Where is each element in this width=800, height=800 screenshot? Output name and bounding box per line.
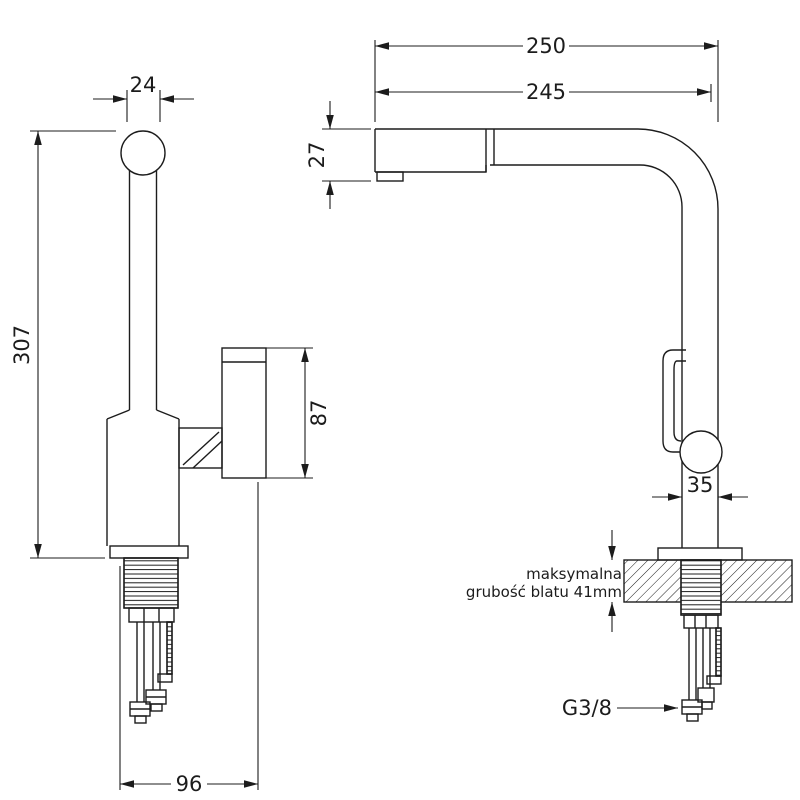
dim-reach-total-label: 250 bbox=[526, 34, 566, 58]
dim-height-total bbox=[30, 130, 116, 559]
dim-body-width-label: 35 bbox=[687, 473, 714, 497]
aerator bbox=[376, 171, 404, 182]
dim-handle-height bbox=[266, 347, 313, 479]
pullout-head bbox=[374, 129, 495, 182]
dim-handle-height-label: 87 bbox=[307, 400, 331, 427]
labels: 24 307 87 96 250 245 27 35 maksymalna gr… bbox=[10, 34, 713, 796]
spout-outer-edge bbox=[375, 128, 719, 548]
faucet-cap bbox=[120, 130, 166, 176]
faucet-side-body bbox=[374, 128, 793, 722]
dim-height-total-label: 307 bbox=[10, 325, 34, 365]
dim-width-top bbox=[93, 90, 194, 122]
counter-note-line2: grubość blatu 41mm bbox=[466, 583, 622, 601]
supply-hoses-side bbox=[681, 628, 715, 722]
lever-handle-side bbox=[662, 349, 723, 474]
dim-reach-spout-label: 245 bbox=[526, 80, 566, 104]
spout-inner-edge bbox=[490, 164, 683, 548]
dim-spout-height-label: 27 bbox=[305, 142, 329, 169]
side-dimensions bbox=[322, 40, 748, 712]
side-lever-front bbox=[178, 347, 267, 479]
handle-ball-joint bbox=[679, 430, 723, 474]
side-view bbox=[322, 40, 793, 722]
base-plate bbox=[109, 545, 189, 559]
dim-spout-height bbox=[322, 101, 371, 209]
front-dimensions bbox=[30, 90, 313, 790]
dim-width-top-label: 24 bbox=[130, 73, 157, 97]
dim-reach-spout bbox=[375, 84, 712, 102]
base-plate-side bbox=[657, 547, 743, 561]
counter-note-line1: maksymalna bbox=[526, 565, 622, 583]
dim-depth-base bbox=[119, 482, 259, 790]
dim-reach-total bbox=[374, 40, 719, 122]
g38-thread-label: G3/8 bbox=[562, 696, 612, 720]
supply-hoses bbox=[129, 622, 167, 724]
mounting-stud-side bbox=[706, 627, 722, 685]
faucet-front-body bbox=[106, 130, 267, 724]
dim-depth-base-label: 96 bbox=[176, 772, 203, 796]
mounting-nut bbox=[128, 607, 175, 623]
mounting-stud bbox=[157, 621, 173, 683]
mounting-nut-side bbox=[683, 614, 719, 629]
front-view bbox=[30, 90, 313, 790]
